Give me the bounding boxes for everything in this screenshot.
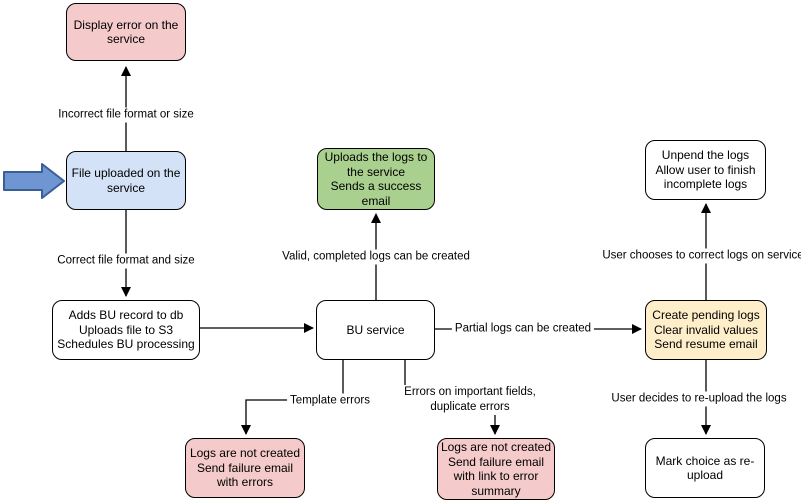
node-file-uploaded: File uploaded on the service	[66, 151, 186, 210]
edge-label-partial-logs: Partial logs can be created	[451, 321, 595, 337]
entry-block-arrow-icon	[3, 163, 65, 199]
node-mark-reupload: Mark choice as re- upload	[645, 438, 765, 498]
edge-label-user-reuploads: User decides to re-upload the logs	[608, 391, 790, 407]
edge-label-incorrect-format: Incorrect file format or size	[55, 107, 197, 123]
node-display-error: Display error on the service	[66, 3, 186, 61]
edge-label-user-corrects: User chooses to correct logs on service	[599, 248, 801, 264]
edge-label-valid-logs: Valid, completed logs can be created	[279, 249, 473, 265]
edge-label-correct-format: Correct file format and size	[54, 253, 198, 269]
node-bu-service: BU service	[316, 300, 435, 360]
node-create-pending-logs: Create pending logs Clear invalid values…	[645, 300, 767, 360]
node-adds-bu-record: Adds BU record to db Uploads file to S3 …	[52, 300, 200, 360]
edge-label-field-errors: Errors on important fields, duplicate er…	[401, 385, 539, 415]
node-unpend-logs: Unpend the logs Allow user to finish inc…	[645, 140, 766, 200]
node-uploads-logs-success: Uploads the logs to the service Sends a …	[317, 148, 435, 210]
node-logs-not-created-errors: Logs are not created Send failure email …	[185, 438, 305, 498]
node-logs-not-created-summary: Logs are not created Send failure email …	[437, 438, 555, 500]
edge-label-template-errors: Template errors	[287, 393, 373, 409]
